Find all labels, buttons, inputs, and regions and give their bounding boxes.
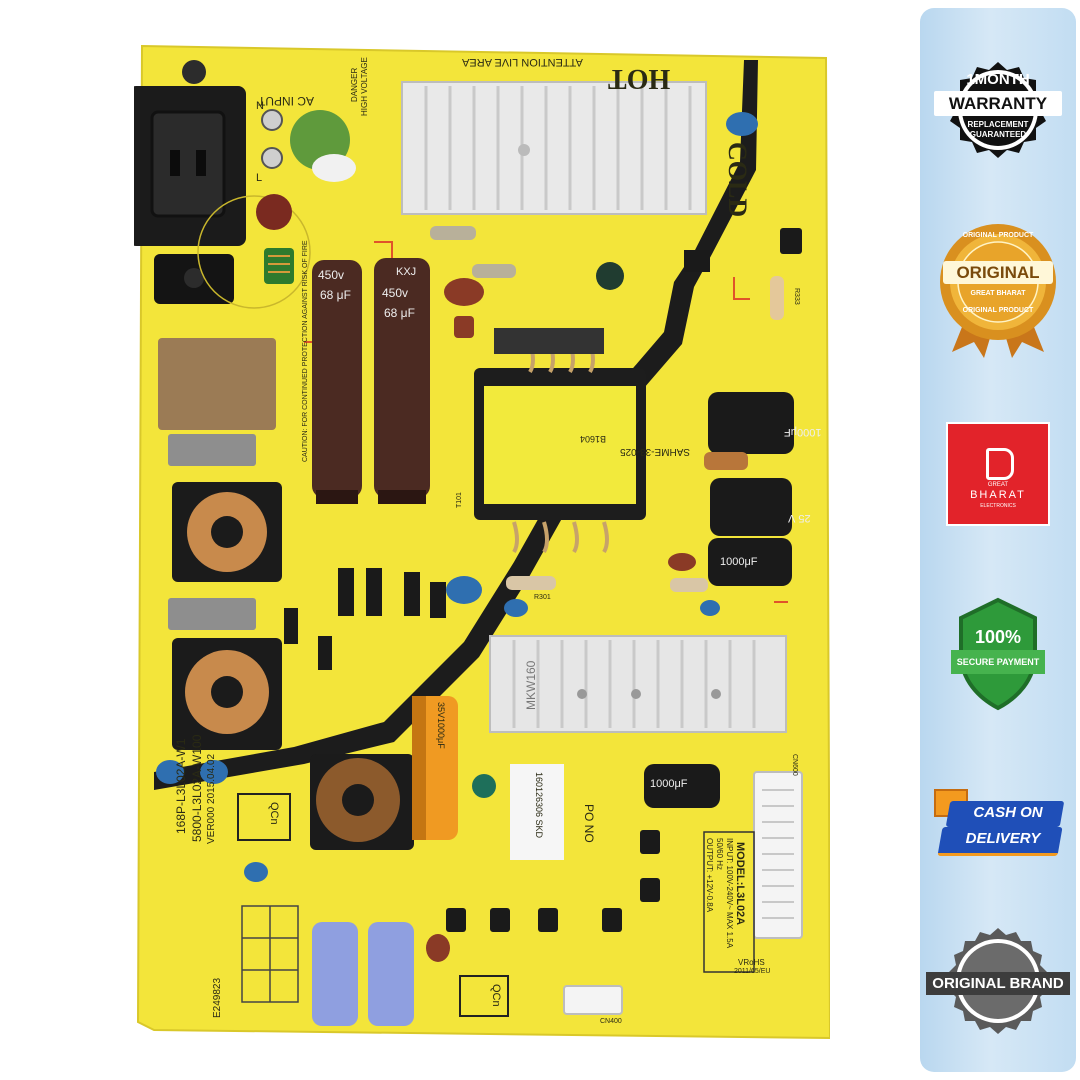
cn600-label: CN600 xyxy=(791,754,798,776)
cert-label: E249823 xyxy=(212,977,223,1018)
cap5-value: 1000μF xyxy=(720,556,758,568)
power-supply-board: HOT ATTENTION LIVE AREA COLD DANGER HIGH… xyxy=(134,42,830,1042)
cod-badge: CASH ON DELIVERY xyxy=(920,780,1076,866)
cod-line1: CASH ON xyxy=(973,804,1043,821)
r301-label: R301 xyxy=(534,594,551,601)
version-label: VER000 2015.04.02 xyxy=(206,753,217,844)
warranty-line3: REPLACEMENT xyxy=(967,120,1029,129)
po-label: PO NO xyxy=(582,804,596,843)
cap1-value: 68 μF xyxy=(320,288,351,302)
warranty-line1: 1MONTH xyxy=(966,71,1030,88)
original-top-text: ORIGINAL PRODUCT xyxy=(962,232,1034,239)
qc-label-2: QCn xyxy=(490,984,502,1007)
secure-main-text: 100% xyxy=(974,627,1022,647)
ac-n-label: N xyxy=(256,100,264,112)
warranty-line2: WARRANTY xyxy=(934,91,1062,116)
model-label: MODEL:L3L02A xyxy=(734,842,746,926)
brand-logo: GREAT BHARAT ELECTRONICS xyxy=(920,422,1076,526)
cap1-voltage: 450v xyxy=(318,268,345,282)
secure-payment-badge: 100% SECURE PAYMENT xyxy=(920,596,1076,712)
part-number-2: 5800-L3L02A-W100 xyxy=(190,734,204,842)
secure-sub-text: SECURE PAYMENT xyxy=(956,657,1040,667)
frequency-label: 50/60 Hz xyxy=(715,838,724,871)
trust-badges-panel: 1MONTH WARRANTY REPLACEMENT GUARANTEED O… xyxy=(920,8,1076,1072)
warranty-line4: GUARANTEED xyxy=(969,130,1027,139)
high-voltage-label: HIGH VOLTAGE xyxy=(360,57,369,116)
attention-label: ATTENTION LIVE AREA xyxy=(462,56,583,68)
output-spec-label: OUTPUT: +12V-0.8A xyxy=(705,838,714,913)
cap4-voltage: 25 V xyxy=(788,512,811,524)
brand-b-icon xyxy=(986,448,1014,480)
original-product-badge: ORIGINAL PRODUCT ORIGINAL GREAT BHARAT O… xyxy=(920,222,1076,358)
cod-line2: DELIVERY xyxy=(965,830,1041,847)
brand-name-top: GREAT xyxy=(987,482,1009,488)
cold-label: COLD xyxy=(723,142,752,218)
cap2-value: 68 μF xyxy=(384,306,415,320)
original-brand-badge: ORIGINAL BRAND xyxy=(920,926,1076,1036)
cap2-brand: KXJ xyxy=(396,266,417,278)
rohs-label: VRoHS xyxy=(738,958,765,967)
cap2-voltage: 450v xyxy=(382,286,409,300)
original-main-text: ORIGINAL xyxy=(943,261,1053,284)
brand-name-main: BHARAT xyxy=(970,489,1026,501)
r333-label: R333 xyxy=(793,288,800,305)
cap3-value: 1000μF xyxy=(784,426,822,438)
cap7-value: 35V1000μF xyxy=(436,702,446,749)
ac-input-label: AC INPUT xyxy=(258,94,315,108)
t101-label: T101 xyxy=(456,492,463,508)
transformer-id: SAHME-33-025 xyxy=(620,446,691,457)
cap6-value: 1000μF xyxy=(650,778,688,790)
caution-label: CAUTION: FOR CONTINUED PROTECTION AGAINS… xyxy=(302,240,309,462)
hot-label: HOT xyxy=(608,63,671,94)
pcb-drawing xyxy=(134,44,830,1040)
original-bottom-text: ORIGINAL PRODUCT xyxy=(962,307,1034,314)
shield-icon xyxy=(951,597,1045,711)
original-brand-text: ORIGINAL BRAND xyxy=(926,972,1070,995)
brand-name-sub: ELECTRONICS xyxy=(980,503,1016,509)
danger-label: DANGER xyxy=(350,67,359,102)
cn400-label: CN400 xyxy=(600,1018,622,1025)
input-spec-label: INPUT: 100V-240V~ MAX 1.5A xyxy=(725,838,734,949)
transformer-sub: B1604 xyxy=(580,434,607,444)
part-number-1: 168P-L3L02A-W1 xyxy=(174,738,188,834)
rohs-date-label: 2011/65/EU xyxy=(734,968,771,975)
heatsink-label: MKW160 xyxy=(524,660,538,710)
brand-logo-square: GREAT BHARAT ELECTRONICS xyxy=(946,422,1050,526)
original-brand-text: GREAT BHARAT xyxy=(970,290,1026,297)
vendor-sticker: 160126306 SKD xyxy=(534,772,544,839)
warranty-badge: 1MONTH WARRANTY REPLACEMENT GUARANTEED xyxy=(920,58,1076,170)
ac-l-label: L xyxy=(256,172,263,184)
qc-label-1: QCn xyxy=(268,802,280,825)
